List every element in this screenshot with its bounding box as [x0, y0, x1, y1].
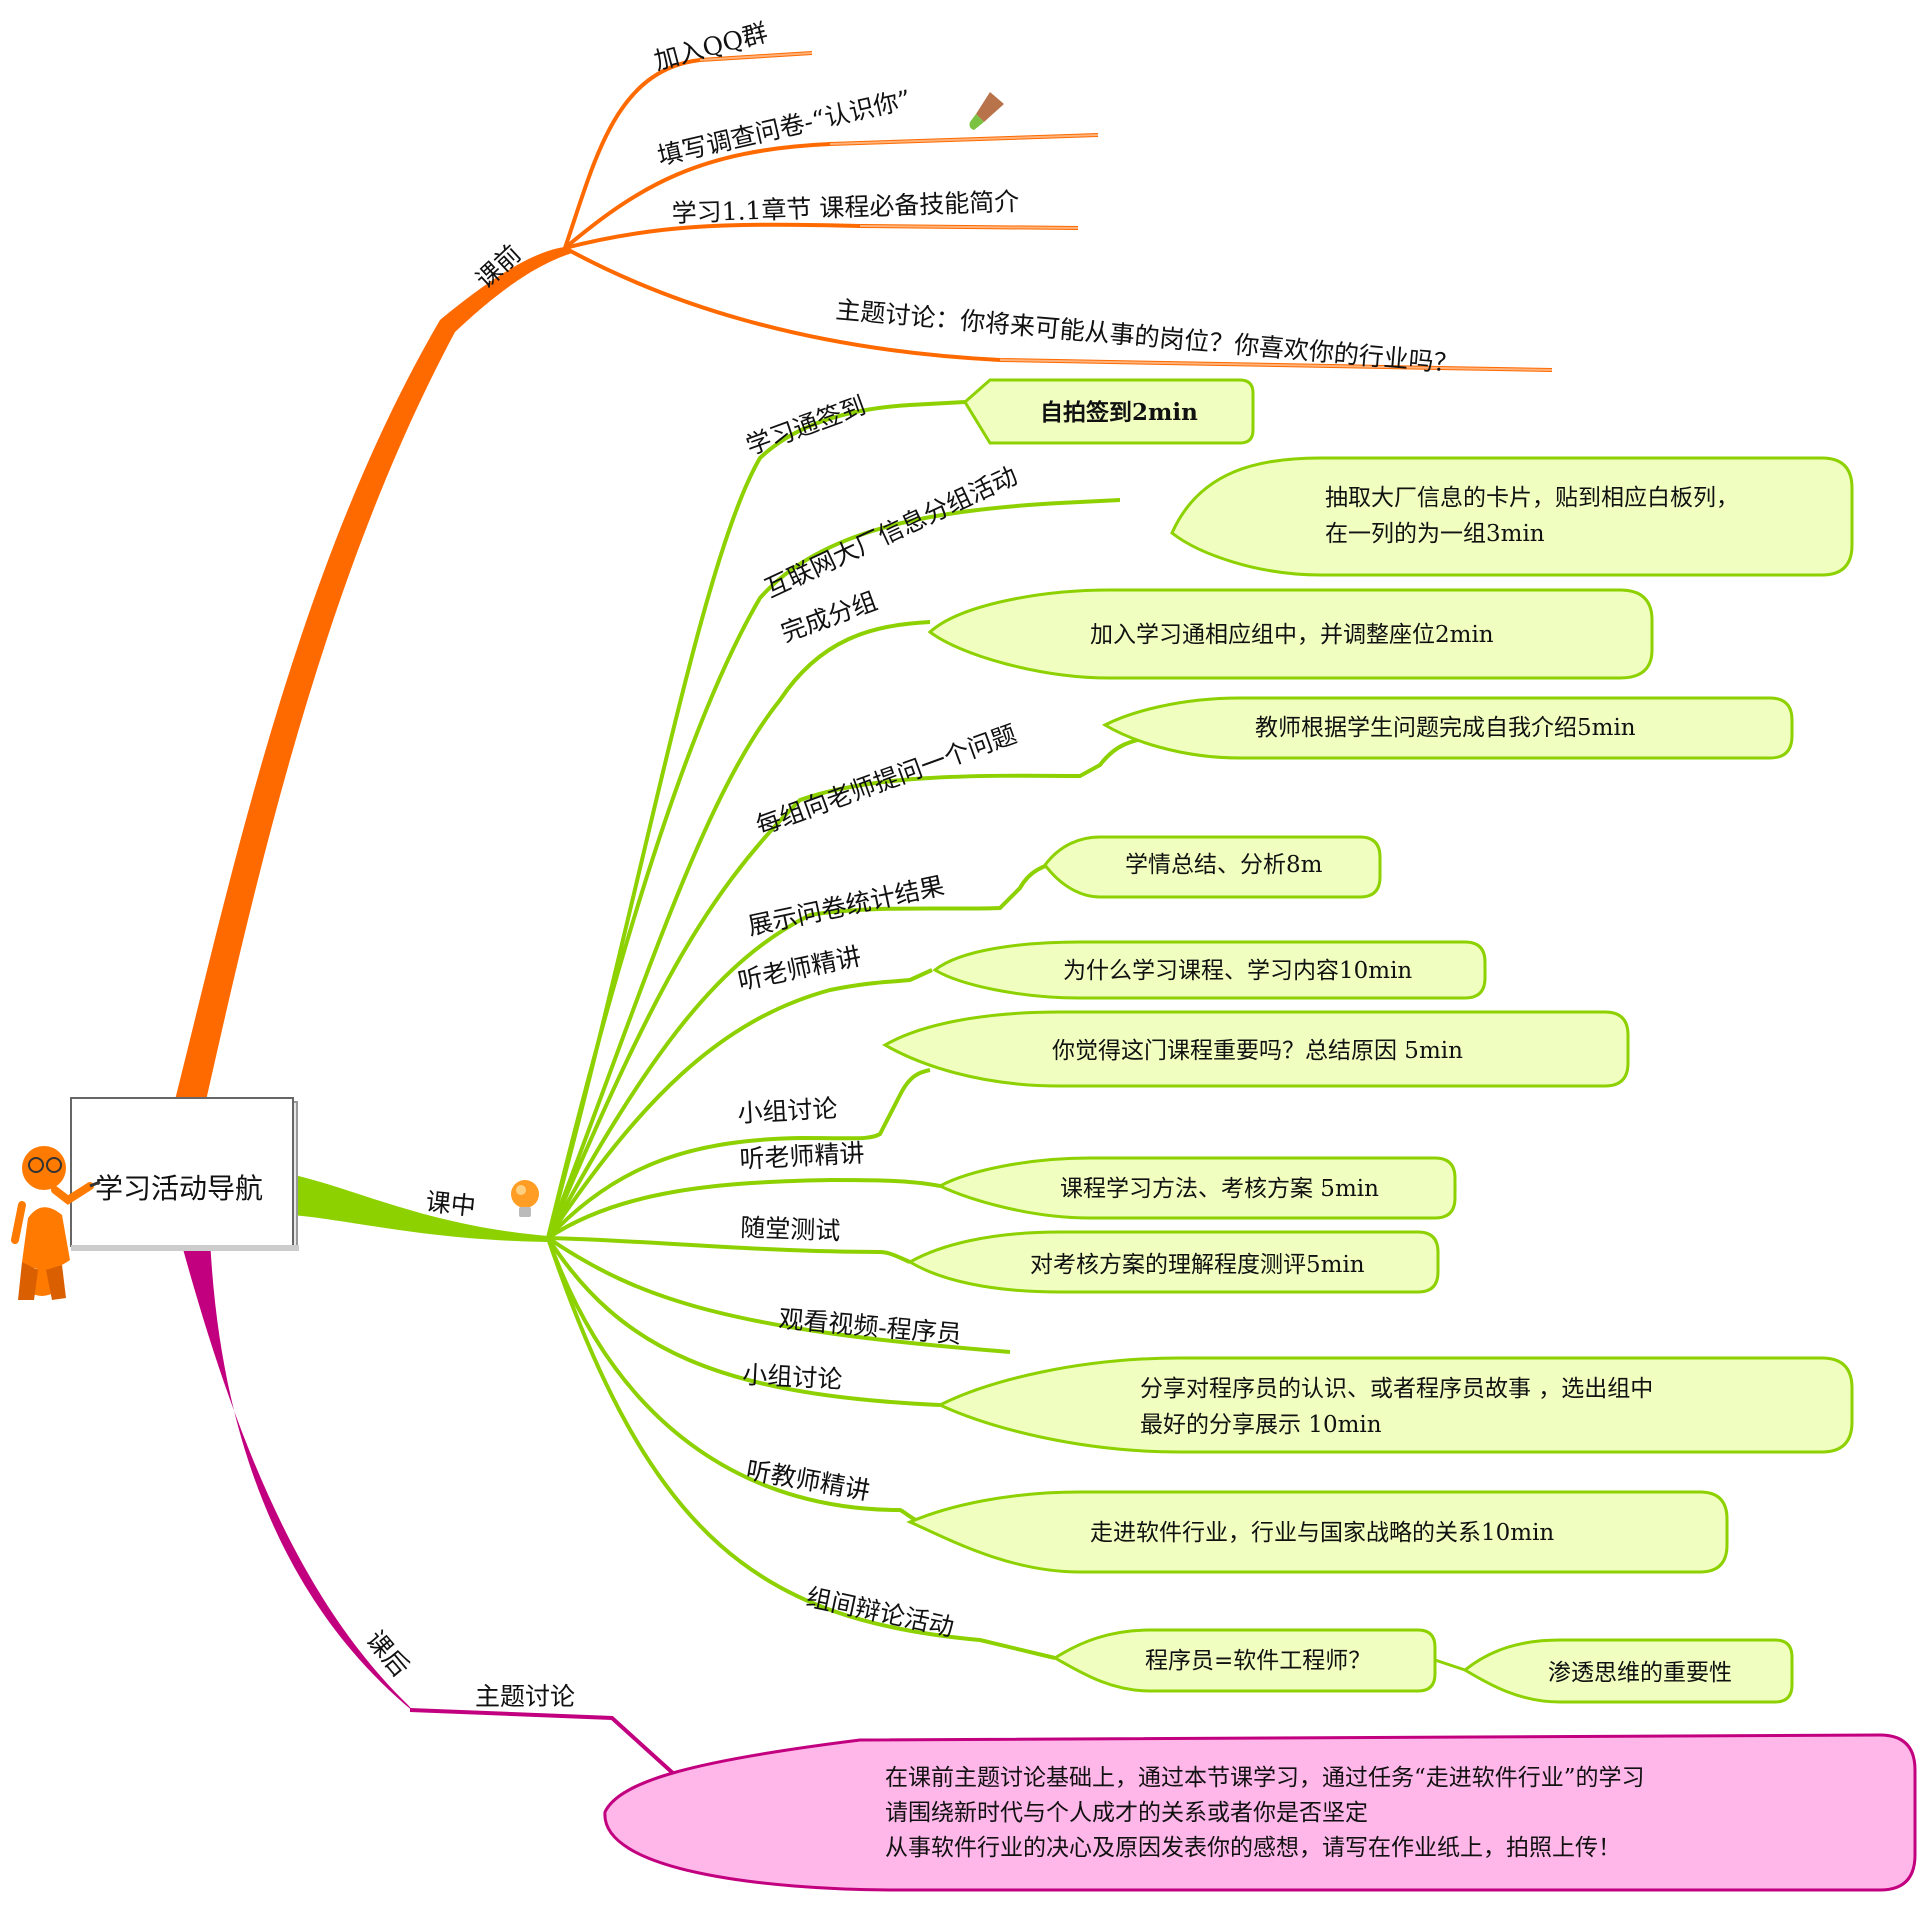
- paintbrush-icon: [969, 92, 1004, 130]
- in-item-watch-video[interactable]: 观看视频-程序员: [777, 1304, 962, 1349]
- branch-post-class: [180, 1238, 414, 1712]
- note-grouping-line2: 在一列的为一组3min: [1325, 521, 1545, 547]
- in-item-group-discussion-2[interactable]: 小组讨论: [742, 1360, 843, 1394]
- pre-item-survey[interactable]: 填写调查问卷-“认识你”: [655, 84, 914, 171]
- in-item-debate[interactable]: 组间辩论活动: [804, 1583, 957, 1643]
- in-item-quiz[interactable]: 随堂测试: [740, 1213, 841, 1245]
- root-node[interactable]: 学习活动导航: [70, 1097, 299, 1251]
- note-lecture-3: 走进软件行业，行业与国家战略的关系10min: [1090, 1520, 1554, 1546]
- pre-class-underlines: [699, 52, 1553, 371]
- note-survey-results: 学情总结、分析8m: [1125, 852, 1323, 878]
- branch-pre-class: [175, 247, 572, 1105]
- note-group-discussion-1: 你觉得这门课程重要吗？总结原因 5min: [1052, 1038, 1463, 1064]
- post-note-line1: 在课前主题讨论基础上，通过本节课学习，通过任务“走进软件行业”的学习: [885, 1765, 1645, 1791]
- note-debate: 程序员=软件工程师？: [1145, 1648, 1371, 1674]
- note-lecture-2: 课程学习方法、考核方案 5min: [1060, 1176, 1379, 1202]
- note-group-discussion-2-line2: 最好的分享展示 10min: [1140, 1412, 1382, 1438]
- post-note-line2: 请围绕新时代与个人成才的关系或者你是否坚定: [885, 1800, 1368, 1826]
- in-item-ask-question[interactable]: 每组向老师提问一个问题: [752, 719, 1020, 840]
- post-class-note-bubble: [603, 1733, 1917, 1892]
- post-class-label[interactable]: 课后: [360, 1625, 414, 1682]
- post-note-line3: 从事软件行业的决心及原因发表你的感想，请写在作业纸上，拍照上传！: [885, 1835, 1621, 1861]
- pre-class-subbranches: [563, 51, 1553, 372]
- note-group-discussion-2-line1: 分享对程序员的认识、或者程序员故事 ，选出组中: [1140, 1376, 1653, 1402]
- post-item-discussion[interactable]: 主题讨论: [475, 1682, 575, 1711]
- in-item-grouping-activity[interactable]: 互联网大厂信息分组活动: [760, 461, 1022, 604]
- in-class-notes: [881, 378, 1854, 1704]
- in-class-subbranches: [546, 400, 1161, 1660]
- root-title: 学习活动导航: [95, 1172, 263, 1205]
- in-item-lecture-2[interactable]: 听老师精讲: [739, 1138, 865, 1174]
- note-grouping-line1: 抽取大厂信息的卡片，贴到相应白板列，: [1325, 485, 1739, 511]
- branch-in-class: [280, 1172, 548, 1242]
- note-quiz: 对考核方案的理解程度测评5min: [1030, 1252, 1365, 1278]
- note-signin: 自拍签到2min: [1040, 399, 1198, 426]
- in-item-finish-grouping[interactable]: 完成分组: [777, 586, 881, 647]
- pre-item-study-chapter[interactable]: 学习1.1章节 课程必备技能简介: [671, 187, 1020, 228]
- pre-item-discussion[interactable]: 主题讨论：你将来可能从事的岗位？你喜欢你的行业吗？: [834, 295, 1459, 378]
- in-item-group-discussion-1[interactable]: 小组讨论: [737, 1094, 838, 1128]
- note-ask-question: 教师根据学生问题完成自我介绍5min: [1255, 715, 1636, 741]
- note-finish-grouping: 加入学习通相应组中，并调整座位2min: [1090, 622, 1494, 648]
- pre-class-label[interactable]: 课前: [470, 239, 526, 294]
- presenter-figure: [11, 1146, 101, 1300]
- pre-item-qq-group[interactable]: 加入QQ群: [651, 18, 771, 76]
- in-item-signin[interactable]: 学习通签到: [742, 391, 869, 461]
- note-debate-sub: 渗透思维的重要性: [1548, 1660, 1732, 1686]
- lightbulb-icon: [511, 1180, 539, 1217]
- in-item-survey-results[interactable]: 展示问卷统计结果: [745, 871, 947, 941]
- in-class-label[interactable]: 课中: [424, 1187, 477, 1221]
- note-lecture-1: 为什么学习课程、学习内容10min: [1063, 958, 1412, 984]
